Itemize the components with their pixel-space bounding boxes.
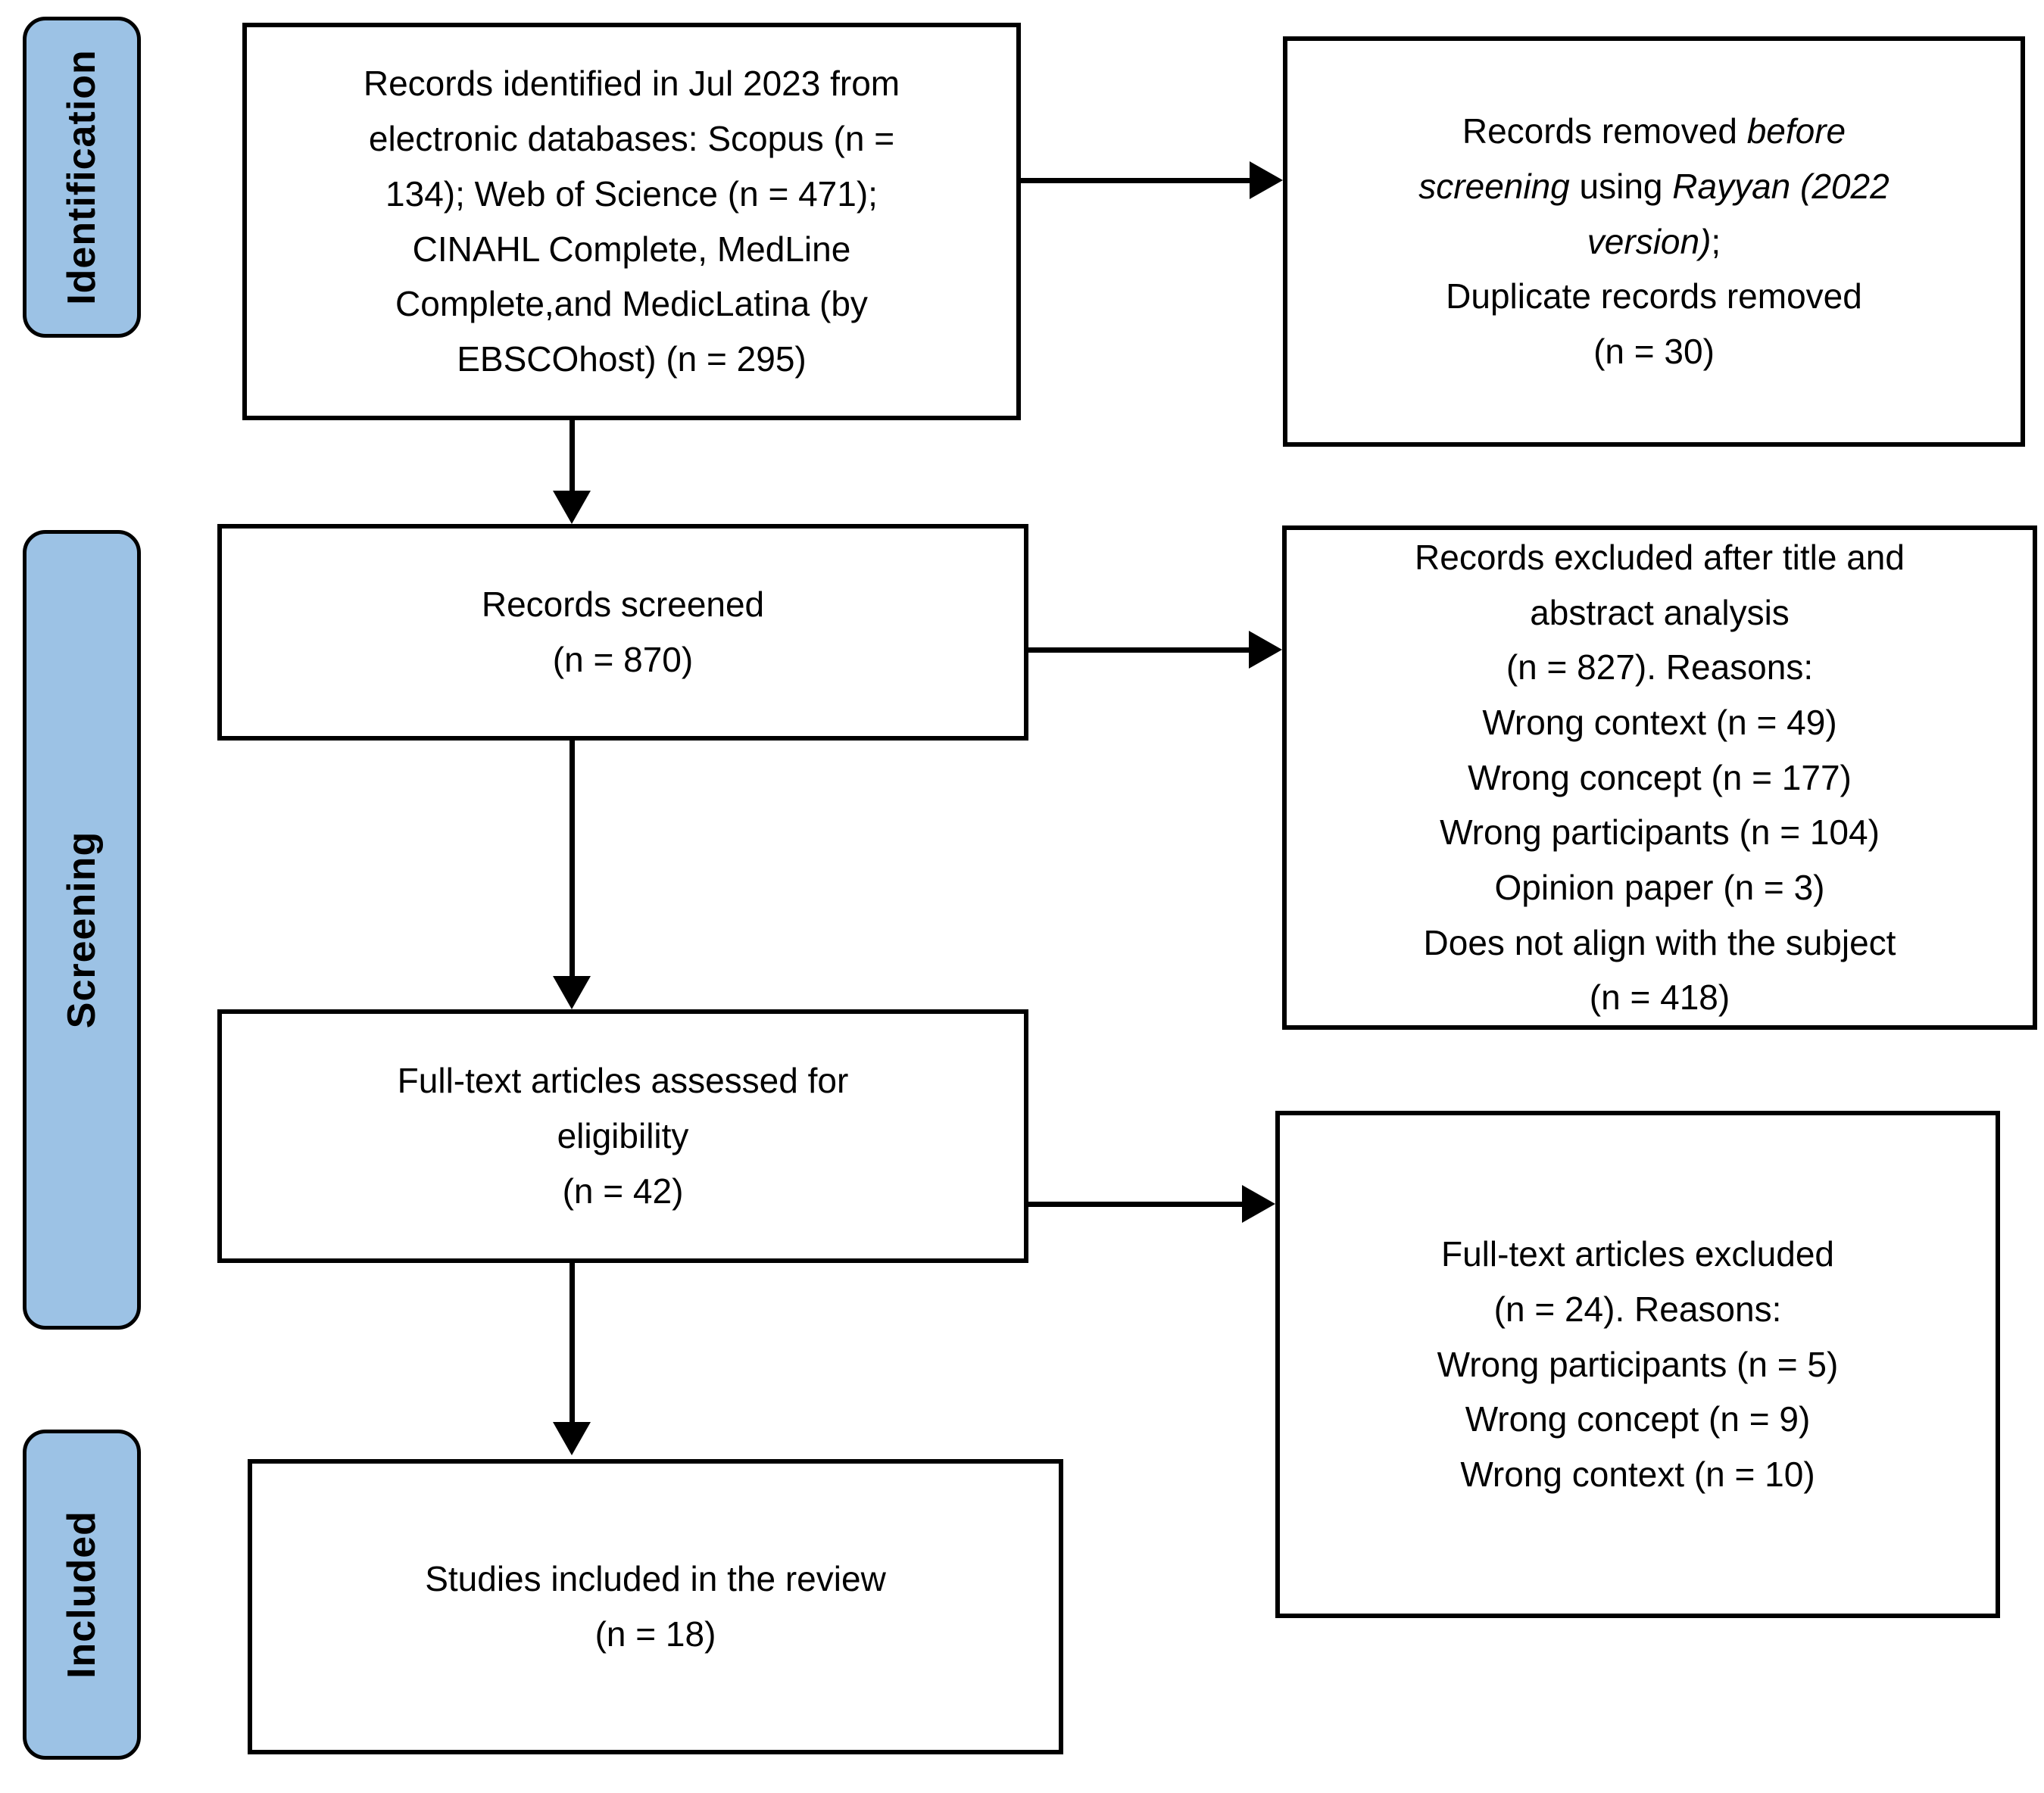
arrowhead-down-icon <box>553 1422 591 1455</box>
box-fulltext-excluded: Full-text articles excluded (n = 24). Re… <box>1275 1111 2000 1618</box>
arrowhead-down-icon <box>553 976 591 1009</box>
stage-included-label: Included <box>60 1511 105 1679</box>
stage-included: Included <box>23 1430 141 1760</box>
box-studies-included: Studies included in the review (n = 18) <box>248 1459 1063 1754</box>
arrow-line <box>570 420 575 494</box>
stage-screening-label: Screening <box>60 831 105 1029</box>
arrow-line <box>570 741 575 979</box>
box-studies-included-text: Studies included in the review (n = 18) <box>425 1559 886 1654</box>
box-fulltext-assessed: Full-text articles assessed for eligibil… <box>217 1009 1028 1263</box>
box-fulltext-assessed-text: Full-text articles assessed for eligibil… <box>397 1061 849 1211</box>
box-records-identified-text: Records identified in Jul 2023 from elec… <box>363 64 900 379</box>
arrow-line <box>570 1263 575 1425</box>
arrowhead-right-icon <box>1250 161 1283 199</box>
box-records-excluded-text: Records excluded after title and abstrac… <box>1415 537 1905 1018</box>
arrow-line <box>1021 178 1253 183</box>
arrowhead-right-icon <box>1242 1185 1275 1223</box>
box-records-excluded: Records excluded after title and abstrac… <box>1282 525 2037 1030</box>
stage-identification-label: Identification <box>60 49 104 305</box>
box-records-screened-text: Records screened (n = 870) <box>481 585 765 679</box>
box-records-identified: Records identified in Jul 2023 from elec… <box>242 23 1021 420</box>
arrowhead-right-icon <box>1249 631 1282 669</box>
removed-text-middle: using <box>1569 166 1673 206</box>
box-records-removed: Records removed before screening using R… <box>1283 36 2025 447</box>
box-fulltext-excluded-text: Full-text articles excluded (n = 24). Re… <box>1437 1234 1839 1494</box>
arrow-line <box>1028 647 1252 653</box>
stage-screening: Screening <box>23 530 141 1330</box>
removed-text-suffix: ; Duplicate records removed (n = 30) <box>1446 221 1862 371</box>
removed-text-italic-before-screening: before screening <box>1418 111 1846 206</box>
removed-text-italic-rayyan: Rayyan (2022 version) <box>1587 166 1890 261</box>
stage-identification: Identification <box>23 17 141 338</box>
arrow-line <box>1028 1202 1245 1207</box>
arrowhead-down-icon <box>553 491 591 524</box>
box-records-screened: Records screened (n = 870) <box>217 524 1028 741</box>
removed-text-prefix: Records removed <box>1462 111 1747 151</box>
box-records-removed-text: Records removed before screening using R… <box>1418 104 1889 379</box>
